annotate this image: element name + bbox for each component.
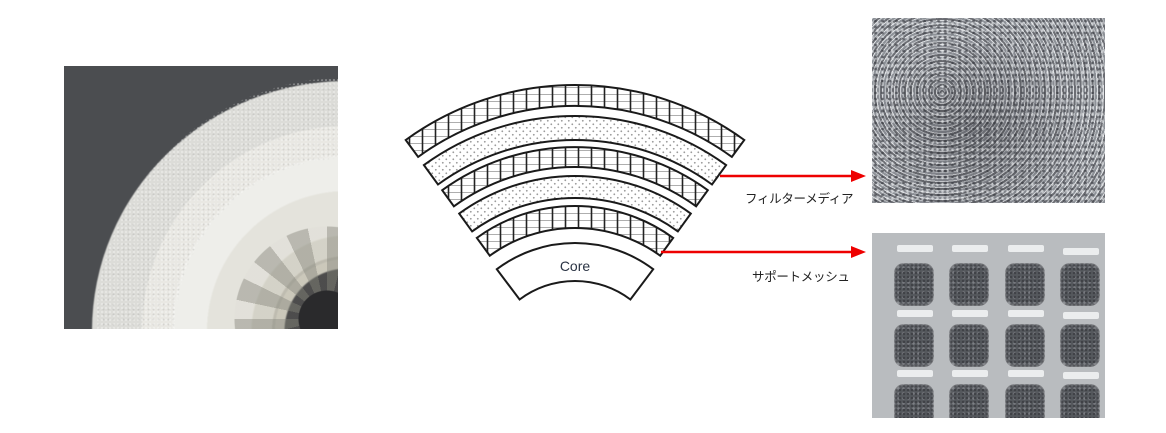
layer-filter-media-1	[422, 115, 728, 186]
support-mesh-micrograph	[872, 233, 1105, 418]
arrow-filter-media	[720, 170, 866, 182]
arrow-support-mesh	[661, 246, 866, 258]
filter-media-micrograph	[872, 18, 1105, 203]
layer-mesh-2	[440, 146, 710, 208]
filter-media-label: フィルターメディア	[745, 191, 854, 206]
layer-filter-media-2	[457, 174, 693, 233]
layer-outer-mesh	[404, 83, 746, 159]
core-label: Core	[560, 258, 591, 274]
cartridge-media-texture	[64, 66, 338, 329]
layer-support-mesh	[475, 204, 675, 258]
cartridge-photo	[64, 66, 338, 329]
support-mesh-label: サポートメッシュ	[752, 269, 850, 284]
layer-core	[495, 242, 655, 301]
